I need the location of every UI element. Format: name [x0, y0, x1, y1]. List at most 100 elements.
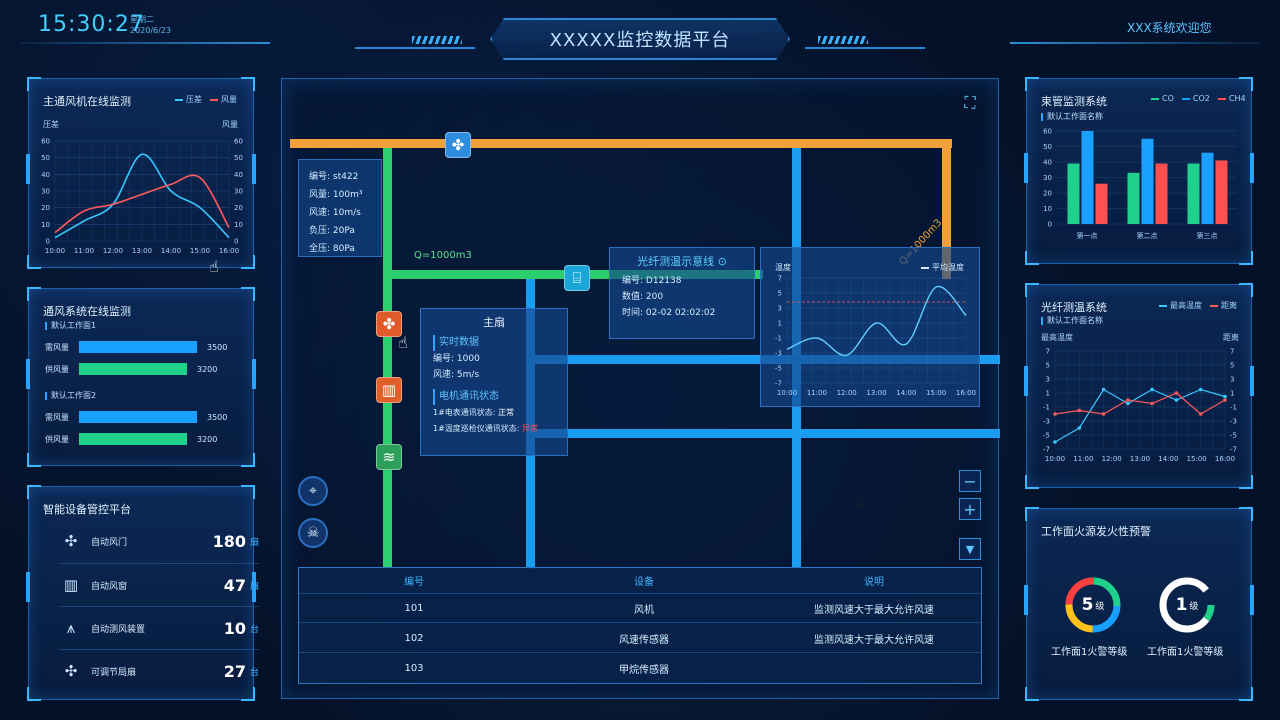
y-tick-label-right: 40	[234, 171, 243, 179]
table-cell: 101	[404, 602, 424, 614]
y-tick-label: 3	[778, 305, 782, 313]
column-header: 设备	[634, 577, 654, 588]
zoom-in-button[interactable]: +	[959, 498, 981, 520]
device-panel: 智能设备管控平台 ✣ 自动风门 180 扇 ▥ 自动风窗 47 扇 ⩚ 自动测风…	[26, 485, 259, 701]
fan-alert-icon[interactable]: ✤	[376, 311, 402, 337]
device-unit: 扇	[249, 537, 259, 548]
data-point	[1053, 412, 1057, 416]
dropdown-button[interactable]: ▼	[959, 538, 981, 560]
hbar-value: 3200	[197, 434, 218, 444]
y-tick-label: 40	[1043, 159, 1052, 167]
panel-title: 智能设备管控平台	[43, 503, 131, 516]
data-point	[1150, 387, 1154, 392]
info-row: 风量: 100m³	[309, 190, 363, 200]
device-name: 自动风窗	[91, 581, 128, 592]
table-cell: 风速传感器	[619, 634, 669, 646]
window-icon[interactable]: ▥	[376, 377, 402, 403]
hbar-row: 需风量 3500	[45, 411, 227, 423]
device-count: 180	[212, 531, 246, 551]
fan-icon[interactable]: ✤	[445, 132, 471, 158]
info-row: 1#温度巡检仪通讯状态: 异常	[433, 424, 539, 433]
x-tick-label: 13:00	[1130, 455, 1150, 463]
gauge-label: 工作面1火警等级	[1147, 647, 1224, 658]
y-tick-label: 7	[778, 275, 782, 283]
fan-info-card[interactable]: 编号: st422 风量: 100m³ 风速: 10m/s 负压: 20Pa 全…	[298, 159, 382, 257]
x-tick-label: 10:00	[45, 247, 65, 255]
info-row: 风速: 5m/s	[433, 370, 480, 380]
x-tick-label: 16:00	[1215, 455, 1235, 463]
device-count: 10	[223, 618, 246, 638]
zoom-out-button[interactable]: −	[959, 470, 981, 492]
main-fan-card[interactable]: 主扇 实时数据 编号: 1000 风速: 5m/s 电机通讯状态 1#电表通讯状…	[420, 308, 568, 456]
table-row[interactable]: 101 风机 监测风速大于最大允许风速	[299, 594, 981, 623]
chart-legend: 平均温度	[921, 262, 964, 273]
card-title: 主扇	[483, 316, 505, 329]
hbar-label: 需风量	[45, 412, 69, 422]
data-point	[1198, 387, 1203, 392]
table-row[interactable]: 103 甲烷传感器	[299, 654, 981, 683]
data-point	[1174, 398, 1179, 402]
bar	[1215, 160, 1228, 224]
column-header: 编号	[404, 577, 424, 588]
data-point	[1077, 408, 1082, 413]
sensor-icon[interactable]: ⌸	[564, 265, 590, 291]
y-tick-label-right: -3	[1230, 418, 1237, 426]
tube-bar-chart: 0102030405060第一点第二点第三点	[1043, 128, 1237, 240]
chart-legend: 压差 风量	[175, 94, 237, 105]
legend-item: CO	[1151, 94, 1174, 103]
info-row: 全压: 80Pa	[309, 244, 355, 254]
fullscreen-button[interactable]: ⛶	[964, 93, 976, 112]
device-row-auto-window[interactable]: ▥ 自动风窗 47 扇	[59, 570, 259, 600]
gauge-label: 工作面1火警等级	[1051, 647, 1128, 658]
hbar-row: 需风量 3500	[45, 341, 227, 353]
y-tick-label: -7	[1043, 446, 1050, 454]
bar	[1095, 183, 1108, 224]
y-tick-label-right: 1	[1230, 390, 1234, 398]
device-row-auto-door[interactable]: ✣ 自动风门 180 扇	[59, 526, 259, 556]
device-row-wind-meter[interactable]: ⩚ 自动测风装置 10 台	[59, 613, 259, 643]
x-tick-label: 13:00	[866, 389, 886, 397]
y-tick-label: 60	[41, 138, 50, 146]
device-name: 自动测风装置	[91, 624, 146, 635]
series-line	[1054, 388, 1226, 443]
hbar-row: 供风量 3200	[45, 433, 217, 445]
skull-button[interactable]: ☠	[298, 518, 328, 548]
info-row: 1#电表通讯状态: 正常	[433, 408, 515, 417]
sub-label: 默认工作面名称	[1041, 315, 1103, 326]
legend-item: 最高温度	[1159, 300, 1202, 311]
y-axis-label: 温度	[775, 263, 791, 272]
chart-legend: CO CO2 CH4	[1151, 94, 1246, 103]
hand-cursor-icon: ☝	[398, 333, 408, 352]
hbar-bar	[79, 363, 187, 375]
fire-gauge-2	[1159, 577, 1215, 633]
y-axis-left-label: 压差	[43, 120, 59, 129]
data-point	[1174, 391, 1179, 395]
y-tick-label-right: 10	[234, 221, 243, 229]
wind-icon[interactable]: ≋	[376, 444, 402, 470]
device-row-local-fan[interactable]: ✣ 可调节局扇 27 台	[59, 656, 259, 686]
hbar-bar	[79, 433, 187, 445]
legend-item: 距离	[1210, 300, 1237, 311]
series-line	[54, 153, 230, 239]
hbar-bar	[79, 341, 197, 353]
table-row[interactable]: 102 风速传感器 监测风速大于最大允许风速	[299, 624, 981, 653]
table-header: 编号 设备 说明	[299, 568, 981, 594]
y-tick-label: 10	[1043, 205, 1052, 213]
title-stripes-left	[412, 36, 462, 44]
x-tick-label: 第一点	[1077, 231, 1098, 240]
y-tick-label-right: 60	[234, 138, 243, 146]
arrow-circle-icon[interactable]: ⊙	[717, 255, 727, 268]
y-axis-right-label: 风量	[222, 120, 238, 129]
data-point	[1101, 412, 1106, 416]
info-row: 编号: st422	[309, 172, 359, 182]
panel-title: 光纤测温系统	[1041, 301, 1107, 314]
compass-button[interactable]: ⌖	[298, 476, 328, 506]
y-tick-label: 30	[1043, 174, 1052, 182]
fiber-info-card[interactable]: 光纤测温示意线 ⊙ 编号: D12138 数值: 200 时间: 02-02 0…	[609, 247, 755, 339]
